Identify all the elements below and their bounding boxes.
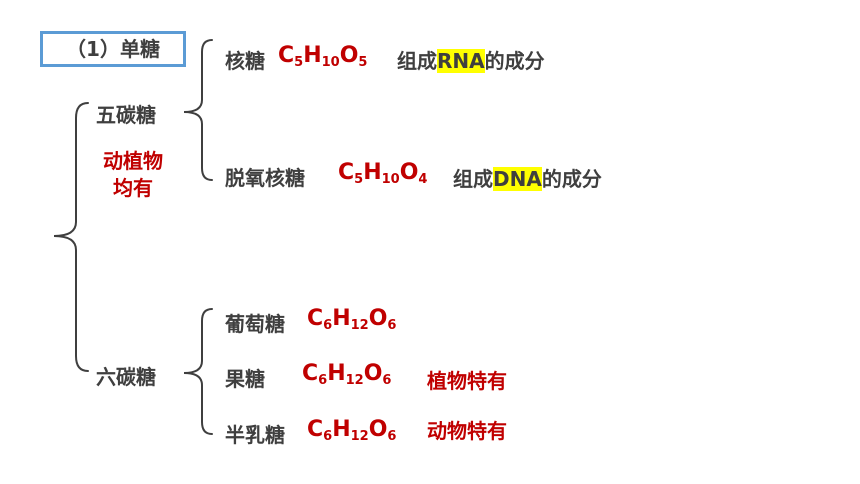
fructose-note: 植物特有 — [427, 369, 507, 393]
section-heading: （1）单糖 — [66, 37, 160, 61]
galactose-note: 动物特有 — [427, 419, 507, 443]
ribose-formula: C5H10O5 — [278, 43, 368, 70]
main-brace — [53, 102, 89, 372]
ribose-description: 组成RNA的成分 — [397, 49, 545, 73]
pentose-note-line1: 动植物 — [103, 149, 163, 173]
hexose-brace — [183, 308, 213, 435]
dna-highlight: DNA — [493, 167, 542, 191]
fructose-name: 果糖 — [225, 367, 265, 391]
deoxyribose-name: 脱氧核糖 — [225, 166, 305, 190]
hexose-label: 六碳糖 — [96, 365, 156, 389]
glucose-name: 葡萄糖 — [225, 312, 285, 336]
section-heading-box: （1）单糖 — [40, 31, 186, 67]
pentose-brace — [183, 39, 213, 181]
glucose-formula: C6H12O6 — [307, 306, 397, 333]
deoxyribose-description: 组成DNA的成分 — [453, 167, 602, 191]
deoxyribose-formula: C5H10O4 — [338, 160, 428, 187]
pentose-label: 五碳糖 — [96, 103, 156, 127]
pentose-note-line2: 均有 — [113, 176, 153, 200]
galactose-formula: C6H12O6 — [307, 417, 397, 444]
ribose-name: 核糖 — [225, 49, 265, 73]
fructose-formula: C6H12O6 — [302, 361, 392, 388]
rna-highlight: RNA — [437, 49, 485, 73]
galactose-name: 半乳糖 — [225, 423, 285, 447]
